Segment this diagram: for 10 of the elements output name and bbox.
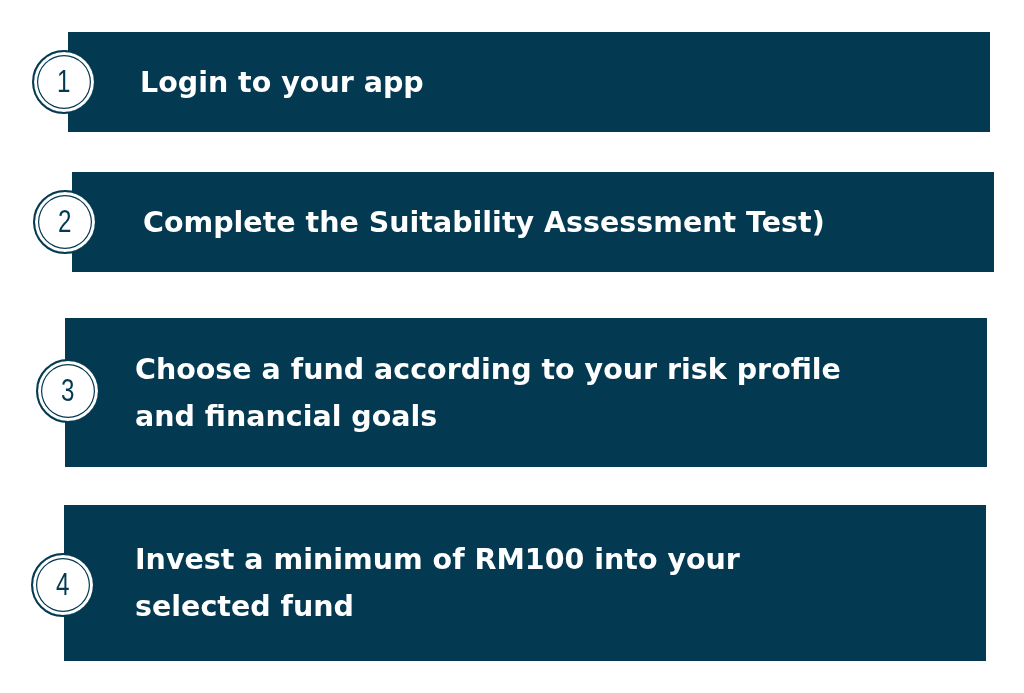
step-text: Complete the Suitability Assessment Test) xyxy=(143,204,825,241)
step-box xyxy=(68,32,990,132)
step-text: Choose a fund according to your risk profile and financial goals xyxy=(135,351,842,435)
step-number: 1 xyxy=(57,65,71,99)
step-number: 3 xyxy=(61,374,75,408)
step-number: 4 xyxy=(56,568,70,602)
step-text: Login to your app xyxy=(140,64,424,101)
step-box xyxy=(72,172,994,272)
step-number: 2 xyxy=(58,205,72,239)
step-text: Invest a minimum of RM100 into your selected fund xyxy=(135,542,741,625)
